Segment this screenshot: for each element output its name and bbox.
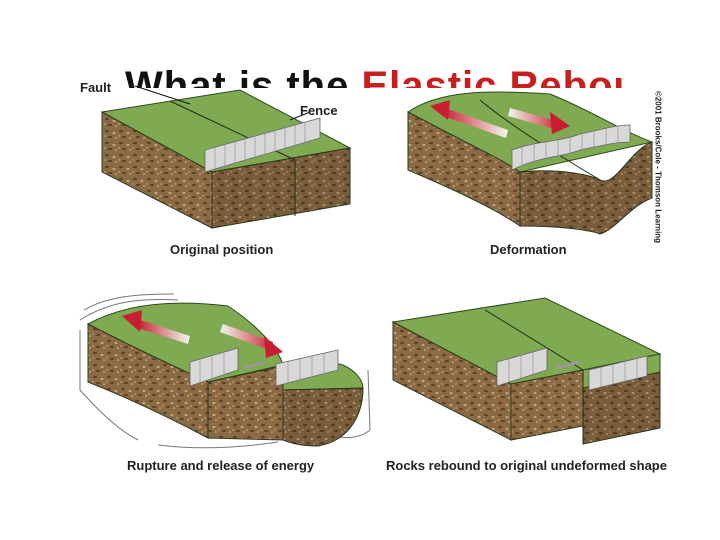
- panel-rebound: [385, 292, 670, 452]
- title-part-1: What is the: [125, 64, 362, 88]
- panel-original: [90, 80, 360, 240]
- vibration-lines: [79, 293, 371, 449]
- slide-title: What is the Elastic Rebound Theory?: [125, 64, 625, 88]
- title-strip: What is the Elastic Rebound Theory?: [125, 58, 625, 88]
- fence-rebound-left: [496, 347, 548, 387]
- fence-deformed: [511, 124, 631, 171]
- credit-text: ©2001 Brooks/Cole - Thomson Learning: [653, 90, 663, 244]
- fence-broken-left: [189, 347, 239, 387]
- panel-rupture: [78, 290, 373, 455]
- block-deformation: [407, 91, 654, 235]
- block-rebound: [391, 297, 662, 445]
- caption-rebound: Rocks rebound to original undeformed sha…: [386, 458, 667, 473]
- panel-deformation: [400, 80, 660, 240]
- caption-deformation: Deformation: [490, 242, 567, 257]
- fence-original: [204, 117, 321, 173]
- fence-label: Fence: [300, 103, 338, 118]
- title-part-2: Elastic Rebound Theory: [361, 64, 625, 88]
- block-rupture: [79, 293, 371, 449]
- block-original: [100, 85, 352, 229]
- caption-rupture: Rupture and release of energy: [127, 458, 315, 473]
- fence-rebound-right: [588, 355, 648, 391]
- fence-broken-right: [275, 349, 339, 387]
- copyright-credit: ©2001 Brooks/Cole - Thomson Learning: [648, 90, 668, 244]
- fault-label: Fault: [80, 80, 112, 95]
- caption-original: Original position: [170, 242, 274, 257]
